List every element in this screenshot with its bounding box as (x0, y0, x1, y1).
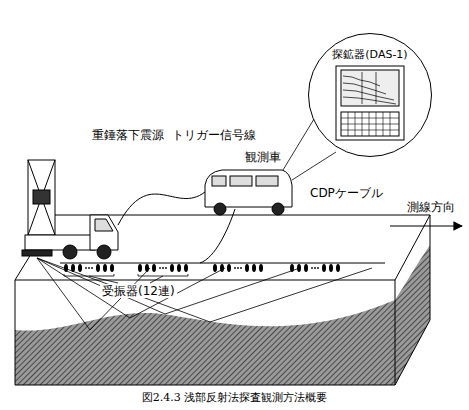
trigger-wire (118, 192, 205, 225)
figure-caption: 図2.4.3 浅部反射法探査観測方法概要 (0, 391, 469, 405)
observation-van (205, 170, 292, 215)
callout-circle: 探鉱器(DAS-1) (308, 33, 432, 157)
source-label: 重錘落下震源 (92, 128, 164, 142)
geophones (64, 264, 340, 272)
vehicle-label: 観測車 (245, 150, 281, 164)
ray-paths (37, 258, 372, 330)
recorder-device (336, 66, 404, 140)
line-direction-arrow (390, 225, 462, 226)
cdp-cable (60, 209, 385, 263)
cable-label: CDPケーブル (310, 186, 383, 200)
reflector-layer (15, 300, 395, 385)
ground-block (15, 215, 430, 385)
callout-leader (283, 119, 336, 180)
geophone-label: 受振器(12連) (100, 284, 177, 298)
reflector-layer-side (395, 245, 430, 385)
geophone-bracket (64, 274, 188, 283)
direction-label: 測線方向 (405, 200, 457, 214)
wire-label: トリガー信号線 (172, 128, 256, 142)
weight-drop-truck (22, 160, 118, 259)
device-label: 探鉱器(DAS-1) (309, 48, 431, 61)
